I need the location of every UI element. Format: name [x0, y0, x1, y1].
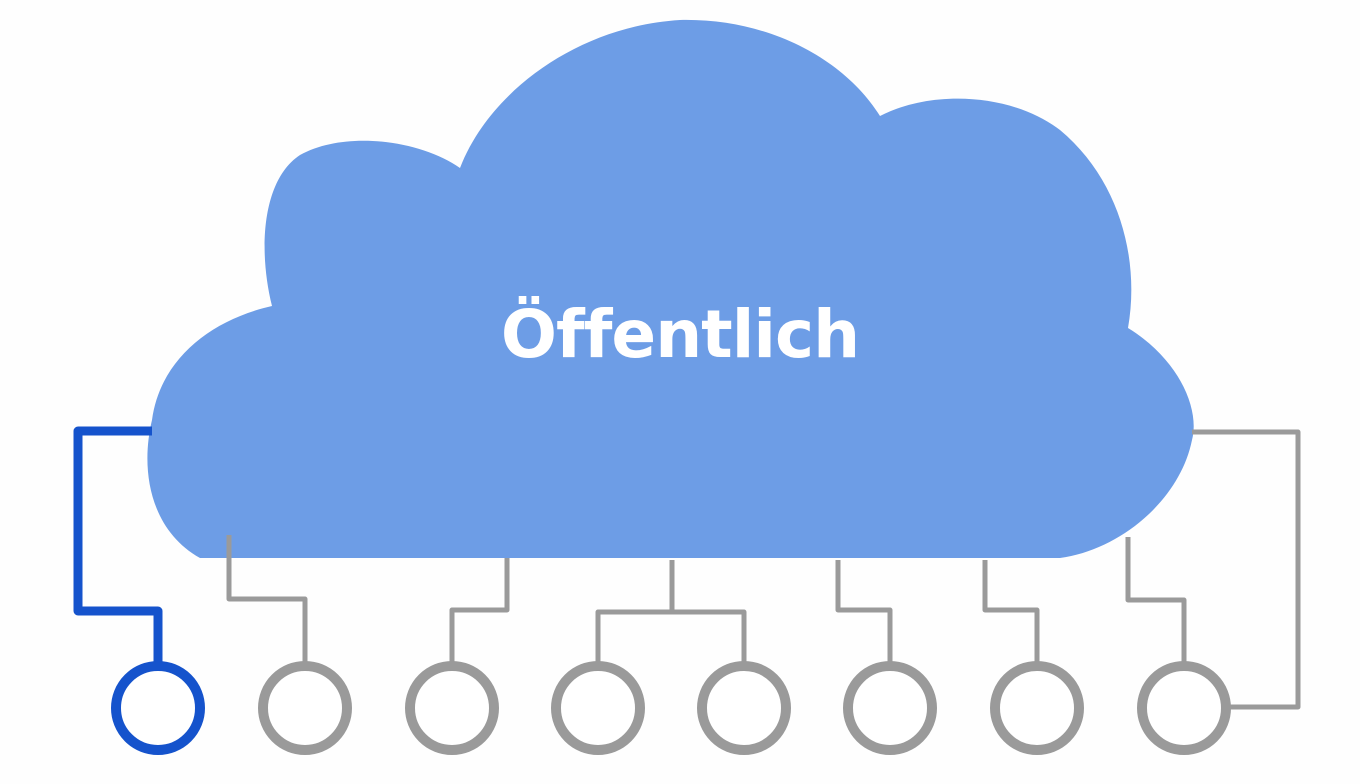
- node-6-circle-icon[interactable]: [843, 661, 937, 755]
- connector-node-7: [982, 560, 1040, 662]
- connector-node-3: [449, 558, 510, 662]
- connectors: [226, 429, 1301, 710]
- node-8-circle-icon[interactable]: [1137, 661, 1231, 755]
- cloud-title: Öffentlich: [500, 296, 860, 373]
- connector-node-2: [226, 535, 308, 662]
- nodes: [111, 661, 1231, 755]
- node-4-circle-icon[interactable]: [551, 661, 645, 755]
- node-7-circle-icon[interactable]: [990, 661, 1084, 755]
- node-5-circle-icon[interactable]: [697, 661, 791, 755]
- node-3-circle-icon[interactable]: [405, 661, 499, 755]
- connector-node-8: [1125, 537, 1187, 662]
- cloud-shape: [147, 19, 1194, 559]
- node-2-circle-icon[interactable]: [258, 661, 352, 755]
- connector-node-4-5: [595, 560, 747, 662]
- connector-node-1: [73, 426, 163, 665]
- connector-node-8-loop: [1192, 429, 1301, 710]
- connector-node-6: [835, 560, 893, 662]
- node-1-circle-icon[interactable]: [111, 661, 205, 755]
